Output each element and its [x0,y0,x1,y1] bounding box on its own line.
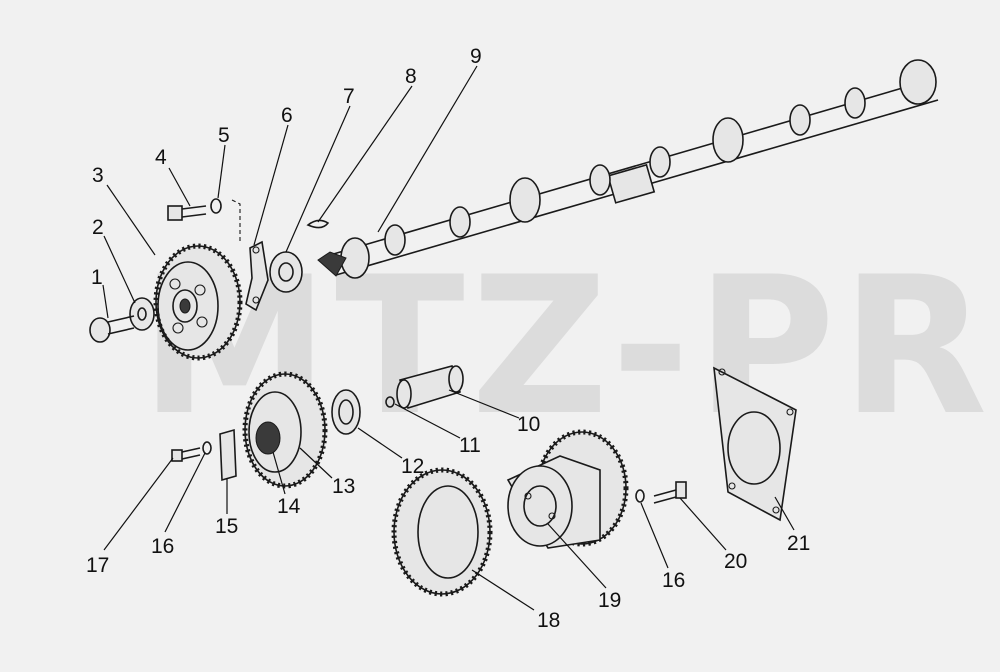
label-10: 10 [517,413,540,436]
label-21: 21 [787,532,810,555]
bolt-4 [167,205,207,221]
label-1: 1 [91,266,103,289]
gasket-21 [713,366,797,522]
camshaft [317,59,939,279]
label-16a: 16 [151,535,174,558]
label-13: 13 [332,475,355,498]
pump-drive-gear [506,429,629,549]
ring-gear [391,467,493,597]
washer-16a [202,441,212,455]
label-5: 5 [218,124,230,147]
label-2: 2 [92,216,104,239]
bolt-17 [171,447,201,462]
washer-2 [129,297,155,331]
label-17: 17 [86,554,109,577]
bolt-1 [89,315,135,343]
label-18: 18 [537,609,560,632]
part-labels: 1 2 3 4 5 6 7 8 9 10 11 12 13 14 15 16 1… [86,45,810,632]
label-6: 6 [281,104,293,127]
label-8: 8 [405,65,417,88]
assembly-guide-line [231,199,241,242]
label-4: 4 [155,146,167,169]
washer-16b [635,489,645,503]
label-9: 9 [470,45,482,68]
plug-11 [385,396,395,408]
label-19: 19 [598,589,621,612]
lock-plate-15 [219,428,237,482]
label-3: 3 [92,164,104,187]
label-16b: 16 [662,569,685,592]
idler-gear [242,371,328,489]
label-11: 11 [459,434,481,457]
woodruff-key [306,219,330,229]
label-14: 14 [277,495,301,518]
leader-lines [102,65,795,611]
label-7: 7 [343,85,355,108]
washer-12 [331,389,361,435]
label-15: 15 [215,515,238,538]
bolt-20 [653,481,687,504]
label-12: 12 [401,455,424,478]
idler-axle [396,365,464,410]
lock-washer-5 [210,198,222,214]
thrust-plate [245,240,269,312]
camshaft-gear [153,243,243,361]
thrust-washer [269,251,303,293]
label-20: 20 [724,550,747,573]
